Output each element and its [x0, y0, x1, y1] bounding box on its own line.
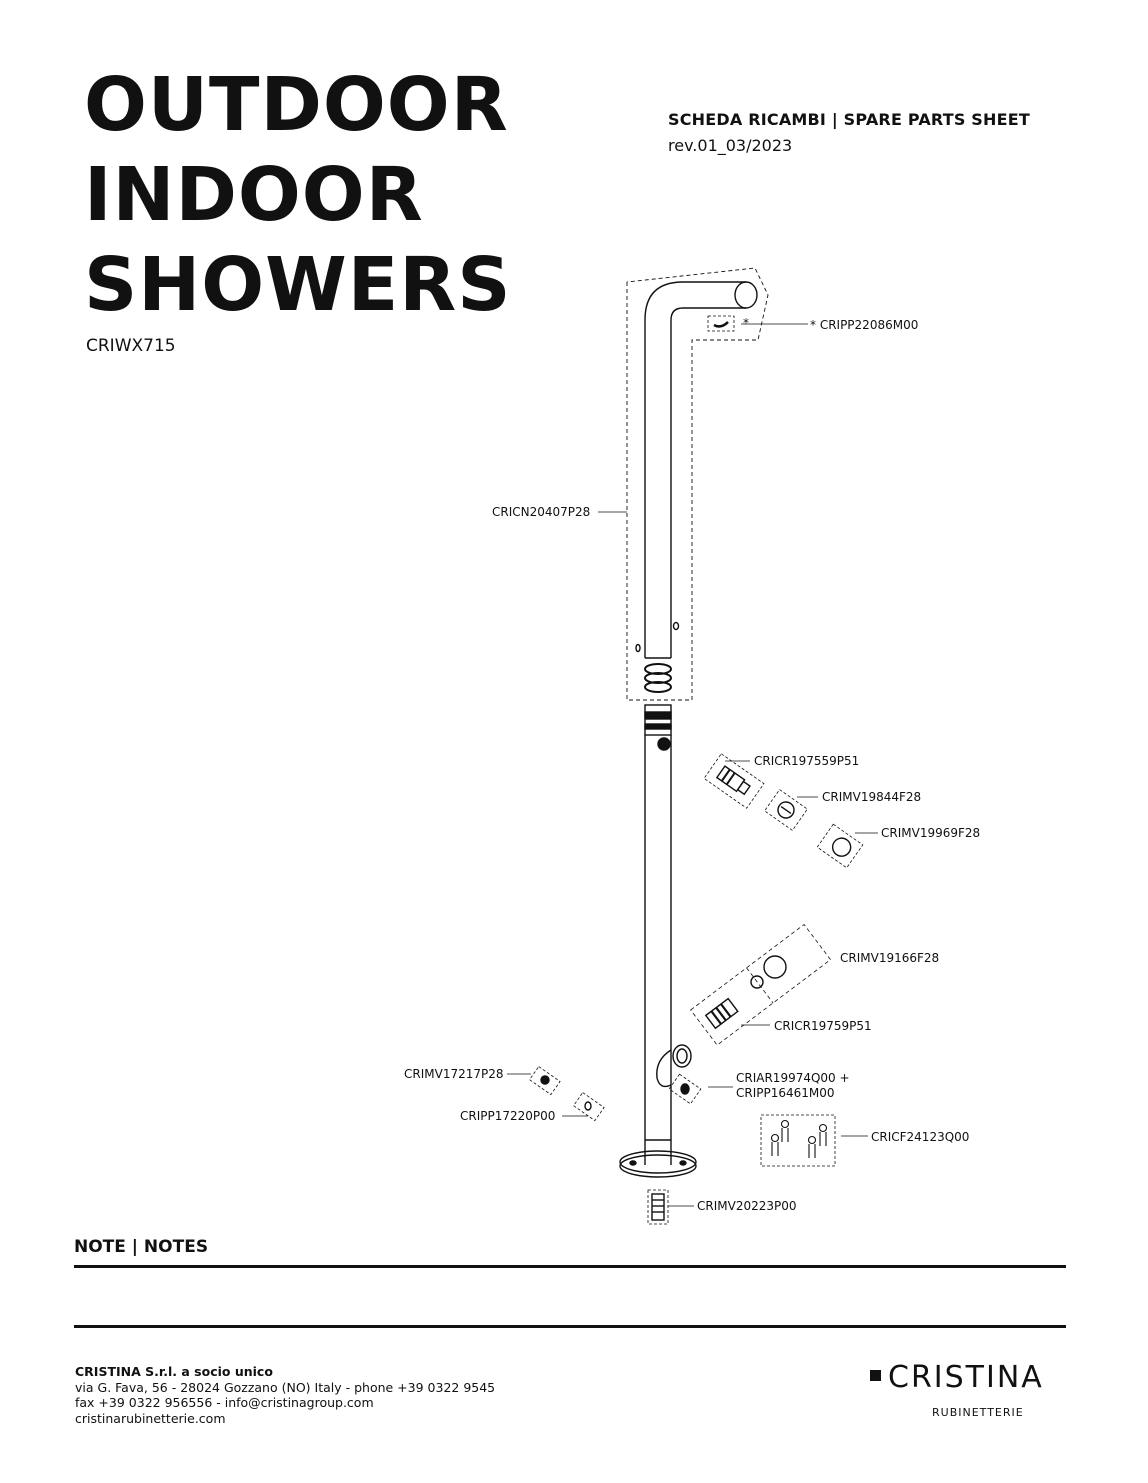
title-line-3: SHOWERS	[84, 242, 512, 328]
part-label-cripp22086m00: * CRIPP22086M00	[810, 318, 919, 332]
part-label-crimv19166f28: CRIMV19166F28	[840, 951, 940, 965]
company-address: via G. Fava, 56 - 28024 Gozzano (NO) Ita…	[75, 1379, 496, 1395]
part-label-cricr197559p51: CRICR197559P51	[754, 754, 860, 768]
part-label-crimv19844f28: CRIMV19844F28	[822, 790, 922, 804]
part-label-crimv17217p28: CRIMV17217P28	[404, 1067, 504, 1081]
part-label-criar19974q00: CRIAR19974Q00 +	[736, 1071, 850, 1085]
brand-square-icon	[870, 1370, 881, 1381]
asterisk-marker: *	[743, 316, 749, 330]
company-name: CRISTINA S.r.l. a socio unico	[75, 1364, 273, 1379]
brand-name: CRISTINA	[888, 1360, 1044, 1395]
document-title: OUTDOOR INDOOR SHOWERS	[84, 60, 512, 330]
upper-pipe-outer	[644, 281, 746, 658]
part-label-cripp17220p00: CRIPP17220P00	[460, 1109, 556, 1123]
part-label-cricn20407p28: CRICN20407P28	[492, 505, 591, 519]
notes-divider-top	[74, 1265, 1066, 1268]
upper-pipe-inner	[670, 307, 746, 658]
notes-divider-bottom	[74, 1325, 1066, 1328]
sheet-title: SCHEDA RICAMBI | SPARE PARTS SHEET	[668, 110, 1030, 129]
part-label-cricr19759p51: CRICR19759P51	[774, 1019, 872, 1033]
model-code: CRIWX715	[86, 336, 176, 356]
part-label-cripp16461m00: CRIPP16461M00	[736, 1086, 835, 1100]
company-website: cristinarubinetterie.com	[75, 1410, 226, 1426]
brand-subtitle: RUBINETTERIE	[932, 1406, 1024, 1419]
notes-heading: NOTE | NOTES	[74, 1237, 209, 1257]
company-contact: fax +39 0322 956556 - info@cristinagroup…	[75, 1395, 374, 1410]
upper-pipe-group-box	[626, 267, 769, 701]
company-footer: CRISTINA S.r.l. a socio unico via G. Fav…	[75, 1364, 495, 1426]
part-label-crimv19969f28: CRIMV19969F28	[881, 826, 981, 840]
part-label-crimv20223p00: CRIMV20223P00	[697, 1199, 797, 1213]
pipe-end	[734, 281, 758, 309]
revision: rev.01_03/2023	[668, 136, 793, 155]
title-line-2: INDOOR	[84, 152, 424, 238]
title-line-1: OUTDOOR	[84, 62, 509, 148]
part-label-cricf24123q00: CRICF24123Q00	[871, 1130, 970, 1144]
